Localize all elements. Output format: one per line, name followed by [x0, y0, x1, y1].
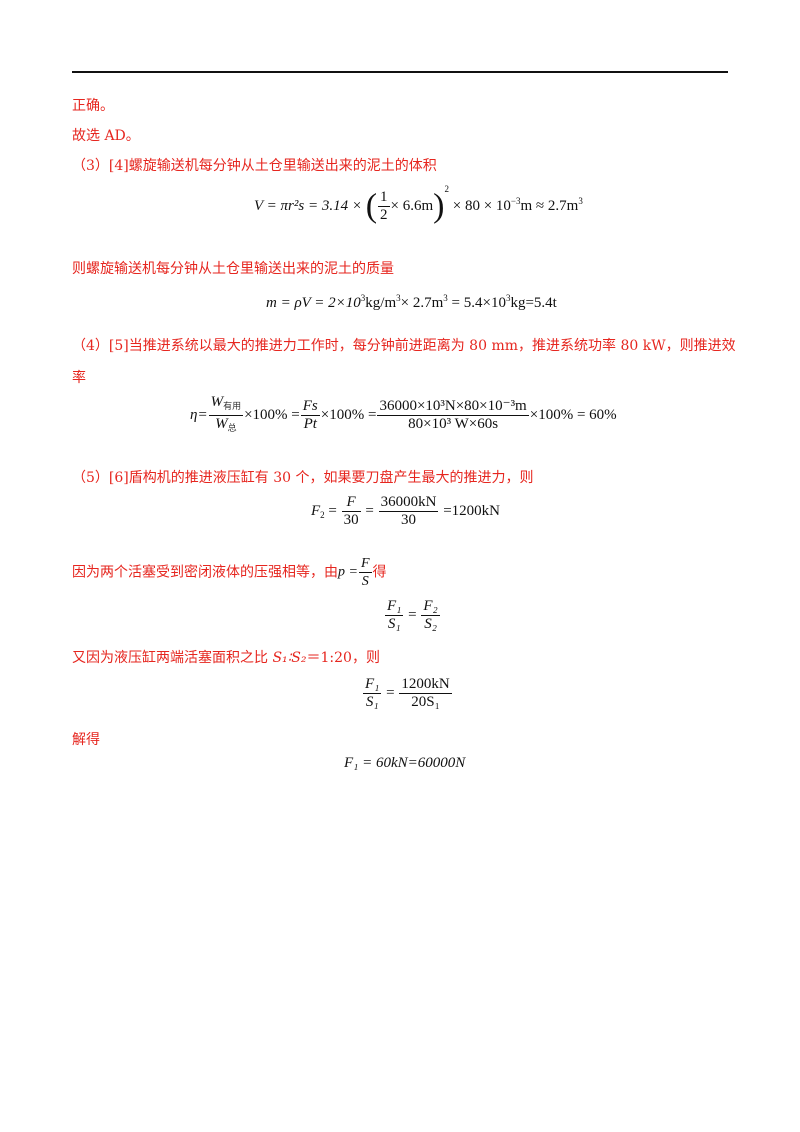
frac-den: S₁: [365, 694, 379, 710]
pressure-text: 因为两个活塞受到密闭液体的压强相等，由: [72, 564, 338, 581]
p-symbol: p =: [338, 564, 358, 580]
frac-den: S₂: [424, 616, 437, 632]
frac-den: 2: [380, 207, 388, 224]
eq-mass-part: =5.4t: [525, 295, 557, 311]
eq-sign: =: [386, 684, 395, 701]
frac-num: 1200kN: [399, 676, 452, 694]
equation-mass: m = ρV = 2×103kg/m3× 2.7m3 = 5.4×103kg=5…: [266, 293, 557, 312]
frac-den: 30: [401, 512, 417, 528]
fs-symbol: Fs: [302, 398, 318, 414]
equation-result: F₁ = 60kN=60000N: [344, 755, 465, 772]
frac-den: 30: [343, 512, 359, 528]
eq-mass-part: = 5.4×10: [447, 295, 506, 311]
pressure-text-end: 得: [372, 564, 387, 581]
pt-symbol: Pt: [303, 416, 317, 432]
frac-den: 80×10³ W×60s: [408, 416, 499, 432]
eq-part: ×100% = 60%: [529, 406, 617, 423]
useful-sub: 有用: [223, 401, 242, 411]
exp: 2: [444, 184, 450, 194]
eq-rhs: =1200kN: [443, 502, 500, 519]
exp: 3: [443, 293, 448, 303]
frac-num: F₁: [365, 676, 380, 692]
total-sub: 总: [227, 423, 237, 433]
frac-num: F₂: [423, 598, 438, 614]
text-line-q5: （5）[6]盾构机的推进液压缸有 30 个，如果要刀盘产生最大的推进力，则: [72, 470, 534, 486]
frac-den: 20S₁: [411, 694, 440, 710]
fraction-f1-s1: F₁ S₁: [385, 598, 404, 633]
exp: 3: [505, 293, 511, 303]
text-line-correct: 正确。: [72, 98, 114, 114]
exp: −3: [510, 196, 521, 206]
eq-part: ×100% =: [320, 406, 377, 423]
eq-mass-part: kg/m: [365, 295, 397, 311]
header-rule: [72, 71, 728, 73]
eq-mass-part: kg: [510, 295, 526, 311]
frac-num: 36000×10³N×80×10⁻³m: [377, 398, 529, 416]
area-text: 又因为液压缸两端活塞面积之比: [72, 650, 273, 666]
text-line-answer: 故选 AD。: [72, 128, 140, 144]
fraction-f-30: F 30: [341, 494, 361, 529]
equation-ratio: F₁ S₁ = F₂ S₂: [384, 598, 441, 633]
text-line-q4-cont: 率: [72, 370, 86, 386]
eq-part: ×100% =: [244, 406, 300, 423]
frac-num: F: [360, 556, 370, 571]
eq-mass-part: m = ρV = 2×10: [266, 295, 361, 311]
left-paren: (: [365, 187, 378, 225]
eq-volume-rest: × 80 × 10: [452, 198, 511, 214]
eq-mass-part: × 2.7m: [400, 295, 444, 311]
eta-symbol: η=: [190, 406, 208, 423]
area-ratio-symbol: S₁∶S₂: [272, 650, 307, 666]
eq-sign: =: [365, 502, 374, 519]
f-symbol: F: [311, 502, 321, 519]
frac-num: F: [346, 494, 356, 510]
frac-num: F₁: [387, 598, 402, 614]
frac-num: 1: [378, 189, 390, 208]
eq-volume-rest2: m ≈ 2.7m: [520, 198, 579, 214]
area-text-end: ＝1:20，则: [306, 650, 380, 666]
w-symbol: W: [215, 416, 228, 432]
text-line-mass-intro: 则螺旋输送机每分钟从土仓里输送出来的泥土的质量: [72, 261, 394, 277]
eq-sign: =: [328, 502, 337, 519]
exp: 3: [396, 293, 401, 303]
text-line-q4: （4）[5]当推进系统以最大的推进力工作时，每分钟前进距离为 80 mm，推进系…: [72, 338, 736, 354]
w-symbol: W: [210, 394, 224, 410]
eq-volume-inner: × 6.6m: [390, 198, 434, 214]
sub: 2: [320, 509, 325, 520]
text-line-q3: （3）[4]螺旋输送机每分钟从土仓里输送出来的泥土的体积: [72, 158, 437, 174]
frac-num: 36000kN: [378, 494, 439, 512]
fraction-f2-s2: F₂ S₂: [421, 598, 440, 633]
text-line-area-ratio: 又因为液压缸两端活塞面积之比 S₁∶S₂＝1:20，则: [72, 648, 380, 668]
exp: 3: [578, 196, 583, 206]
frac-den: S₁: [387, 616, 401, 632]
text-line-solve: 解得: [72, 732, 100, 748]
result-text: F₁ = 60kN=60000N: [344, 755, 466, 771]
fraction-f1-s1: F₁ S₁: [363, 676, 382, 711]
exp: 3: [360, 293, 366, 303]
right-paren: ): [433, 187, 445, 225]
eq-sign: =: [408, 606, 417, 623]
eq-volume-lhs: V = πr²s = 3.14 ×: [254, 198, 362, 214]
frac-den: S: [361, 574, 369, 589]
